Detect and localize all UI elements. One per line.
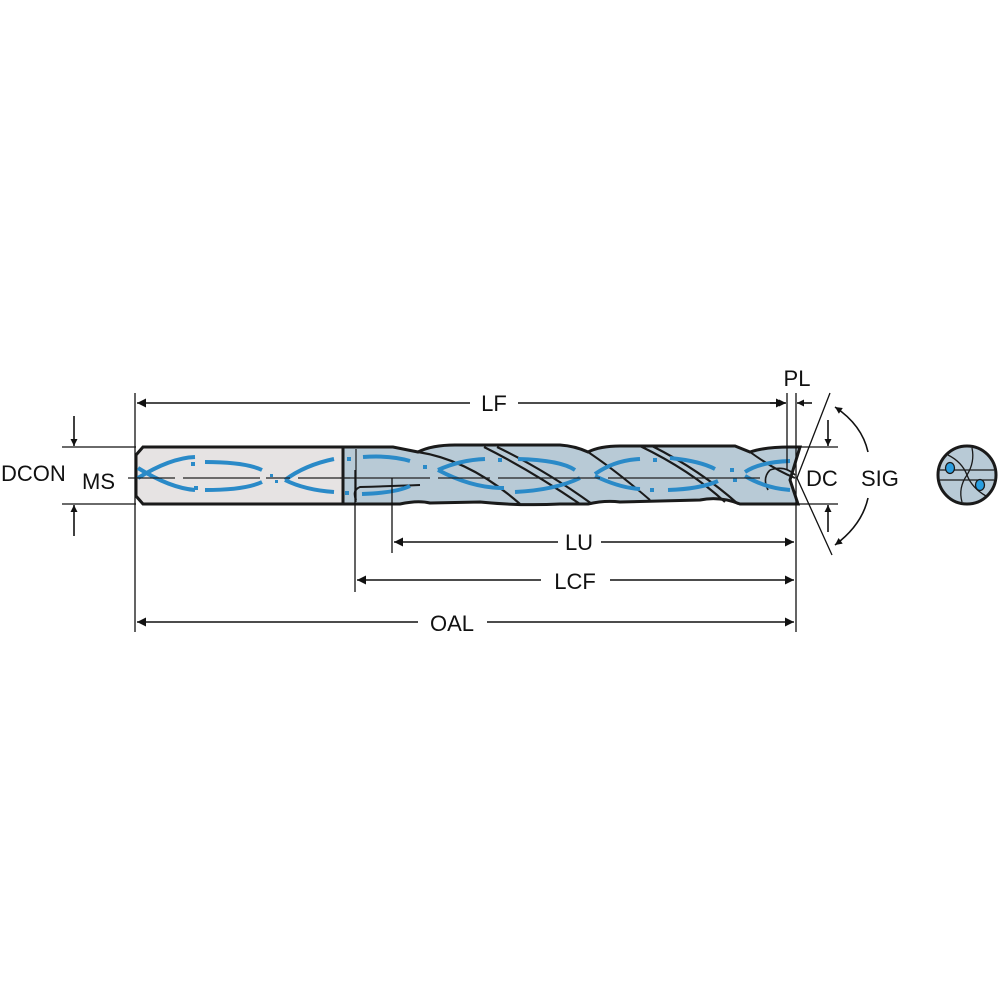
extension-lines <box>62 392 838 632</box>
drill-end-view <box>936 444 998 506</box>
dimension-dcon: DCON MS <box>1 416 115 536</box>
fluted-body <box>341 443 803 507</box>
dimension-lcf: LCF <box>357 569 794 594</box>
dimension-lf: LF <box>137 391 785 416</box>
label-sig: SIG <box>861 466 899 491</box>
shank <box>134 445 345 506</box>
coolant-hole-icon <box>974 478 986 492</box>
dimension-pl: PL <box>770 366 812 407</box>
label-oal: OAL <box>430 611 474 636</box>
dimension-lu: LU <box>394 530 794 555</box>
dimension-oal: OAL <box>137 611 794 636</box>
label-pl: PL <box>784 366 811 391</box>
label-dc: DC <box>806 466 838 491</box>
drill-side-view <box>128 443 803 507</box>
label-lcf: LCF <box>554 569 596 594</box>
dimension-sig: SIG <box>834 406 899 546</box>
label-lu: LU <box>565 530 593 555</box>
coolant-hole-icon <box>944 461 956 475</box>
dimension-dc: DC <box>806 420 838 532</box>
label-dcon: DCON <box>1 461 66 486</box>
label-dcon-subscript: MS <box>82 469 115 494</box>
label-lf: LF <box>481 391 507 416</box>
